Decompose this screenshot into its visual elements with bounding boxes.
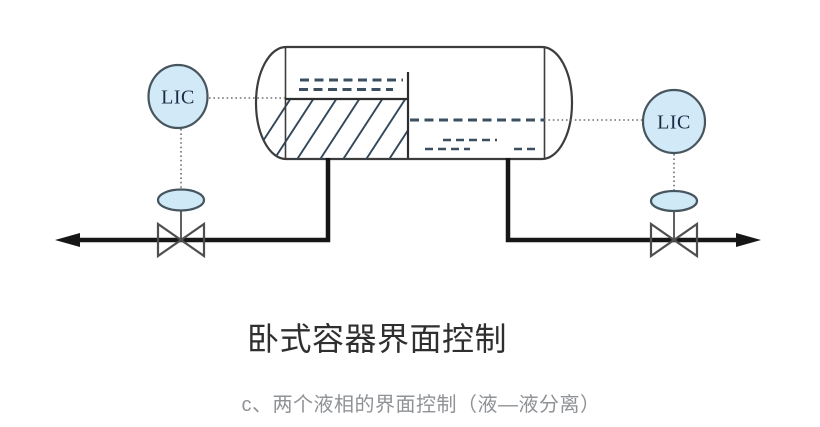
left-outlet-pipe — [78, 158, 331, 243]
right-flow-arrow-icon — [736, 233, 761, 247]
right-lic-bubble — [641, 88, 707, 155]
right-lic-label: LIC — [657, 112, 691, 134]
left-lic-label: LIC — [161, 87, 195, 109]
left-lic-instrument: LIC — [147, 63, 209, 130]
diagram-title: 卧式容器界面控制 — [246, 321, 508, 357]
right-outlet-pipe — [505, 158, 737, 243]
left-control-valve — [156, 221, 206, 259]
right-lic-instrument: LIC — [641, 88, 707, 155]
left-valve-actuator — [156, 188, 206, 212]
heavy-liquid-hatch — [256, 99, 408, 159]
right-control-valve — [649, 221, 699, 259]
left-flow-arrow-icon — [55, 233, 80, 247]
right-valve-actuator — [649, 189, 699, 213]
left-lic-bubble — [147, 63, 209, 130]
vessel-interior — [256, 78, 544, 159]
horizontal-vessel — [254, 45, 574, 161]
figure-caption: c、两个液相的界面控制（液—液分离） — [241, 394, 601, 416]
